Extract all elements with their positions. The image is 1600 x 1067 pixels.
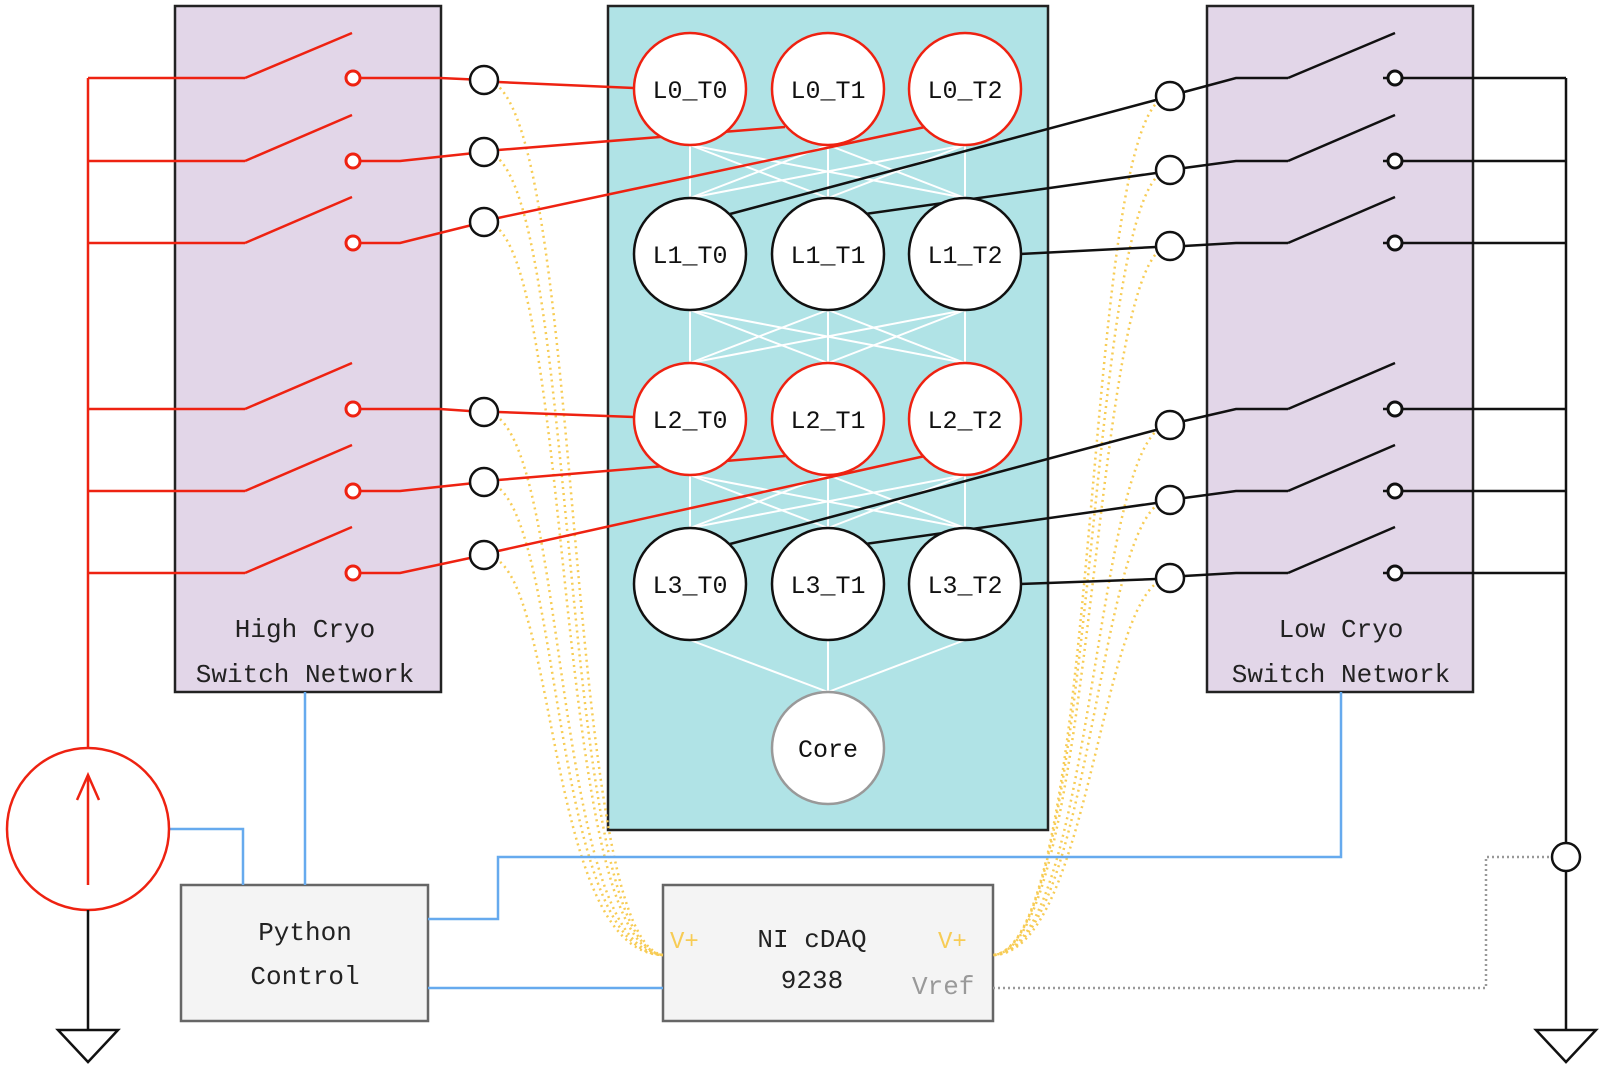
terminal-h2 [468, 136, 500, 168]
node-L2_T2 [907, 361, 1023, 477]
node-label-L2_T2: L2_T2 [927, 407, 1002, 436]
daq-vplus-right: V+ [938, 929, 967, 956]
terminal-l6 [1154, 562, 1186, 594]
terminal-h5 [468, 466, 500, 498]
node-label-L0_T2: L0_T2 [927, 77, 1002, 106]
node-label-L0_T1: L0_T1 [790, 77, 865, 106]
terminal-h4 [468, 396, 500, 428]
ni-cdaq-box [661, 883, 995, 1023]
daq-label-1: NI cDAQ [757, 925, 866, 955]
node-L3_T1 [770, 526, 886, 642]
low-switch-label-1: Low Cryo [1279, 615, 1404, 645]
terminal-l5 [1154, 484, 1186, 516]
daq-vplus-left: V+ [670, 929, 699, 956]
node-L0_T2 [907, 31, 1023, 147]
terminal-h1 [468, 64, 500, 96]
terminal-h3 [468, 206, 500, 238]
python-control-label-1: Python [258, 918, 352, 948]
sense-wires-left [483, 78, 664, 957]
high-switch-label-2: Switch Network [196, 660, 414, 690]
vref-wire [993, 855, 1552, 990]
node-L2_T0 [632, 361, 748, 477]
node-label-L3_T1: L3_T1 [790, 572, 865, 601]
node-label-L1_T0: L1_T0 [652, 242, 727, 271]
node-L0_T0 [632, 31, 748, 147]
node-label-L0_T0: L0_T0 [652, 77, 727, 106]
node-label-L1_T2: L1_T2 [927, 242, 1002, 271]
node-core [770, 690, 886, 806]
node-label-L2_T1: L2_T1 [790, 407, 865, 436]
terminal-l3 [1154, 230, 1186, 262]
current-source [5, 746, 171, 1030]
high-switch-contacts [344, 69, 362, 582]
low-terminals [1154, 80, 1582, 873]
node-label-L3_T2: L3_T2 [927, 572, 1002, 601]
sense-wires-right [992, 94, 1171, 957]
python-control-label-2: Control [250, 962, 359, 992]
node-L2_T1 [770, 361, 886, 477]
low-cryo-switch-network-box [1205, 4, 1475, 694]
node-L1_T1 [770, 196, 886, 312]
node-label-core: Core [798, 736, 858, 765]
terminal-l1 [1154, 80, 1186, 112]
node-L3_T0 [632, 526, 748, 642]
node-label-L3_T0: L3_T0 [652, 572, 727, 601]
daq-label-2: 9238 [781, 966, 843, 996]
daq-vref: Vref [912, 972, 974, 1002]
terminal-l2 [1154, 154, 1186, 186]
node-L0_T1 [770, 31, 886, 147]
high-cryo-switch-network-box [173, 4, 443, 694]
high-terminals [468, 64, 500, 571]
ground-icon-left [55, 1028, 121, 1064]
low-switch-label-2: Switch Network [1232, 660, 1450, 690]
python-control-box [179, 883, 430, 1023]
nodes [632, 31, 1023, 806]
node-L1_T0 [632, 196, 748, 312]
high-switch-label-1: High Cryo [235, 615, 375, 645]
node-L1_T2 [907, 196, 1023, 312]
terminal-h6 [468, 539, 500, 571]
terminal-vref [1550, 841, 1582, 873]
node-label-L2_T0: L2_T0 [652, 407, 727, 436]
terminal-l4 [1154, 409, 1186, 441]
ground-icon-right [1533, 1028, 1599, 1064]
high-side-wiring [86, 31, 926, 748]
low-switch-contacts [1386, 69, 1404, 582]
node-label-L1_T1: L1_T1 [790, 242, 865, 271]
node-L3_T2 [907, 526, 1023, 642]
control-wires [170, 692, 1343, 990]
